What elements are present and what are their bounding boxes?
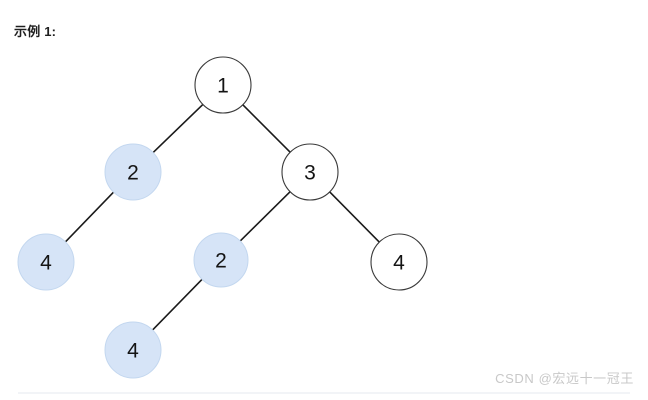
tree-edge <box>238 190 292 243</box>
node-circle-highlighted <box>193 232 249 288</box>
node-label: 1 <box>217 75 229 98</box>
bottom-divider <box>18 392 630 394</box>
node-label: 2 <box>127 162 139 185</box>
tree-edge <box>328 190 381 244</box>
tree-edge <box>63 190 116 244</box>
node-circle <box>194 56 252 114</box>
edge-layer <box>63 102 381 332</box>
node-layer: 1 2 3 4 2 4 4 <box>17 56 428 379</box>
page-title: 示例 1: <box>14 24 57 39</box>
tree-node: 2 <box>104 143 162 201</box>
tree-node: 4 <box>370 233 428 291</box>
node-circle-highlighted <box>104 143 162 201</box>
node-label: 3 <box>304 162 316 185</box>
tree-edge <box>151 102 205 155</box>
node-label: 4 <box>393 252 405 275</box>
watermark-text: CSDN @宏远十一冠王 <box>495 371 634 386</box>
tree-edge <box>150 277 204 332</box>
tree-node: 4 <box>17 233 75 291</box>
node-label: 4 <box>40 252 52 275</box>
tree-edge <box>241 103 292 154</box>
node-circle <box>370 233 428 291</box>
tree-node: 3 <box>281 143 339 201</box>
node-label: 2 <box>215 250 227 273</box>
node-circle-highlighted <box>104 321 162 379</box>
node-label: 4 <box>127 340 139 363</box>
tree-node: 4 <box>104 321 162 379</box>
node-circle-highlighted <box>17 233 75 291</box>
tree-node: 2 <box>193 232 249 288</box>
node-circle <box>281 143 339 201</box>
tree-node: 1 <box>194 56 252 114</box>
